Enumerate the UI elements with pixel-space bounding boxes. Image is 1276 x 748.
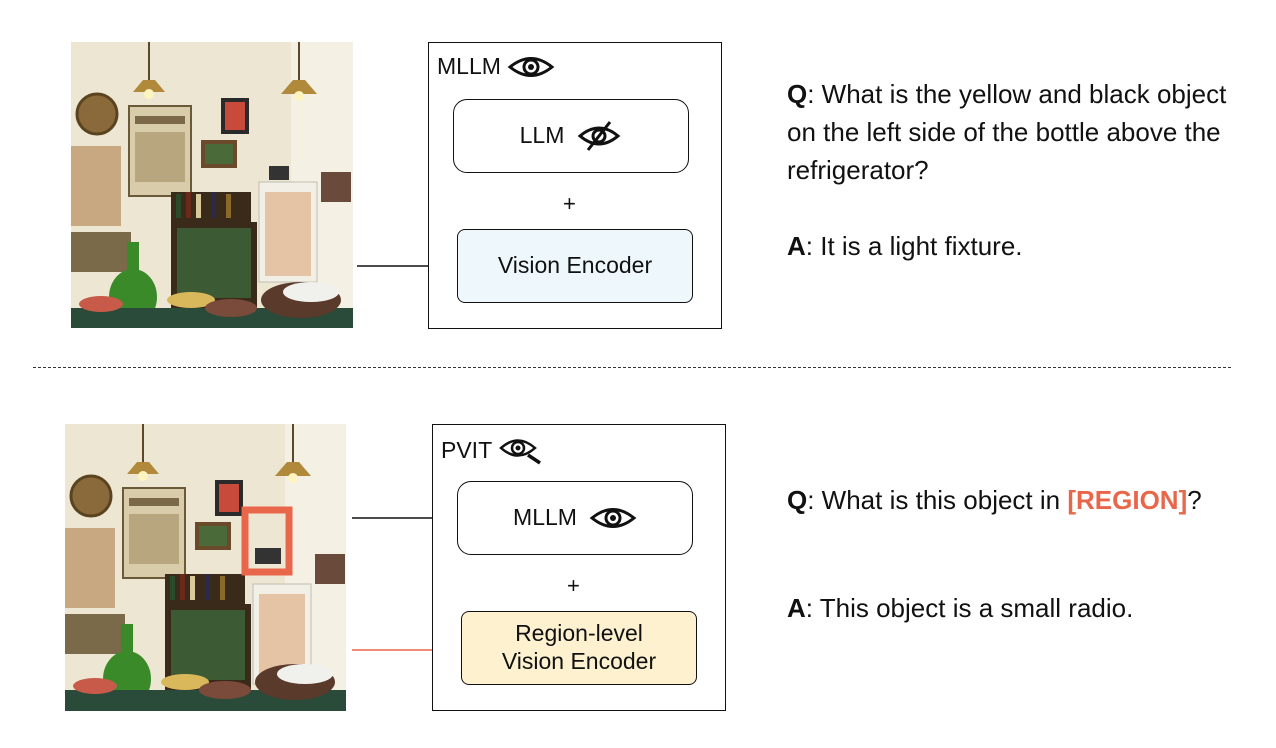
llm-box: LLM: [453, 99, 689, 173]
mllm-title-text: MLLM: [437, 53, 501, 79]
answer-text-bottom: : This object is a small radio.: [805, 593, 1134, 623]
pvit-title-text: PVIT: [441, 436, 493, 463]
kitchen-photo-bottom: [65, 424, 346, 711]
pvit-panel: PVIT MLLM + Region-level Vision Encoder: [432, 424, 726, 711]
qa-top: Q: What is the yellow and black object o…: [787, 75, 1247, 265]
question-text-bottom: : What is this object in: [807, 485, 1068, 515]
qa-bottom: Q: What is this object in [REGION]? A: T…: [787, 481, 1267, 627]
pvit-panel-title: PVIT: [441, 435, 544, 465]
section-divider: [33, 367, 1231, 368]
question-end-bottom: ?: [1187, 485, 1202, 515]
magnifier-eye-icon: [499, 439, 542, 465]
mllm-panel: MLLM LLM + Vision Encoder: [428, 42, 722, 329]
eye-icon: [507, 56, 555, 77]
a-label-bottom: A: [787, 593, 806, 623]
mllm-box: MLLM: [457, 481, 693, 555]
plus-sign-top: +: [563, 191, 576, 216]
mllm-panel-title: MLLM: [437, 53, 555, 80]
answer-top: A: It is a light fixture.: [787, 227, 1247, 265]
q-label-top: Q: [787, 79, 808, 109]
vision-encoder-label: Vision Encoder: [497, 252, 653, 279]
region-highlight-box: [241, 506, 293, 576]
eye-icon: [589, 508, 637, 528]
eye-slash-icon: [578, 121, 621, 151]
region-token: [REGION]: [1067, 485, 1188, 515]
q-label-bottom: Q: [787, 485, 808, 515]
kitchen-illustration: [65, 424, 346, 711]
answer-text-top: : It is a light fixture.: [805, 231, 1023, 261]
question-top: Q: What is the yellow and black object o…: [787, 75, 1247, 189]
plus-sign-bottom: +: [567, 573, 580, 598]
vision-encoder-box: Vision Encoder: [457, 229, 693, 303]
kitchen-illustration: [71, 42, 353, 328]
region-encoder-label-line2: Vision Encoder: [501, 648, 657, 674]
region-vision-encoder-box: Region-level Vision Encoder: [461, 611, 697, 685]
region-encoder-label-line1: Region-level: [515, 620, 643, 647]
llm-label: LLM: [519, 122, 565, 149]
answer-bottom: A: This object is a small radio.: [787, 589, 1267, 627]
question-bottom: Q: What is this object in [REGION]?: [787, 481, 1267, 519]
question-text-top: : What is the yellow and black object on…: [787, 79, 1227, 185]
kitchen-photo-top: [71, 42, 353, 328]
mllm-label: MLLM: [513, 504, 577, 531]
a-label-top: A: [787, 231, 806, 261]
